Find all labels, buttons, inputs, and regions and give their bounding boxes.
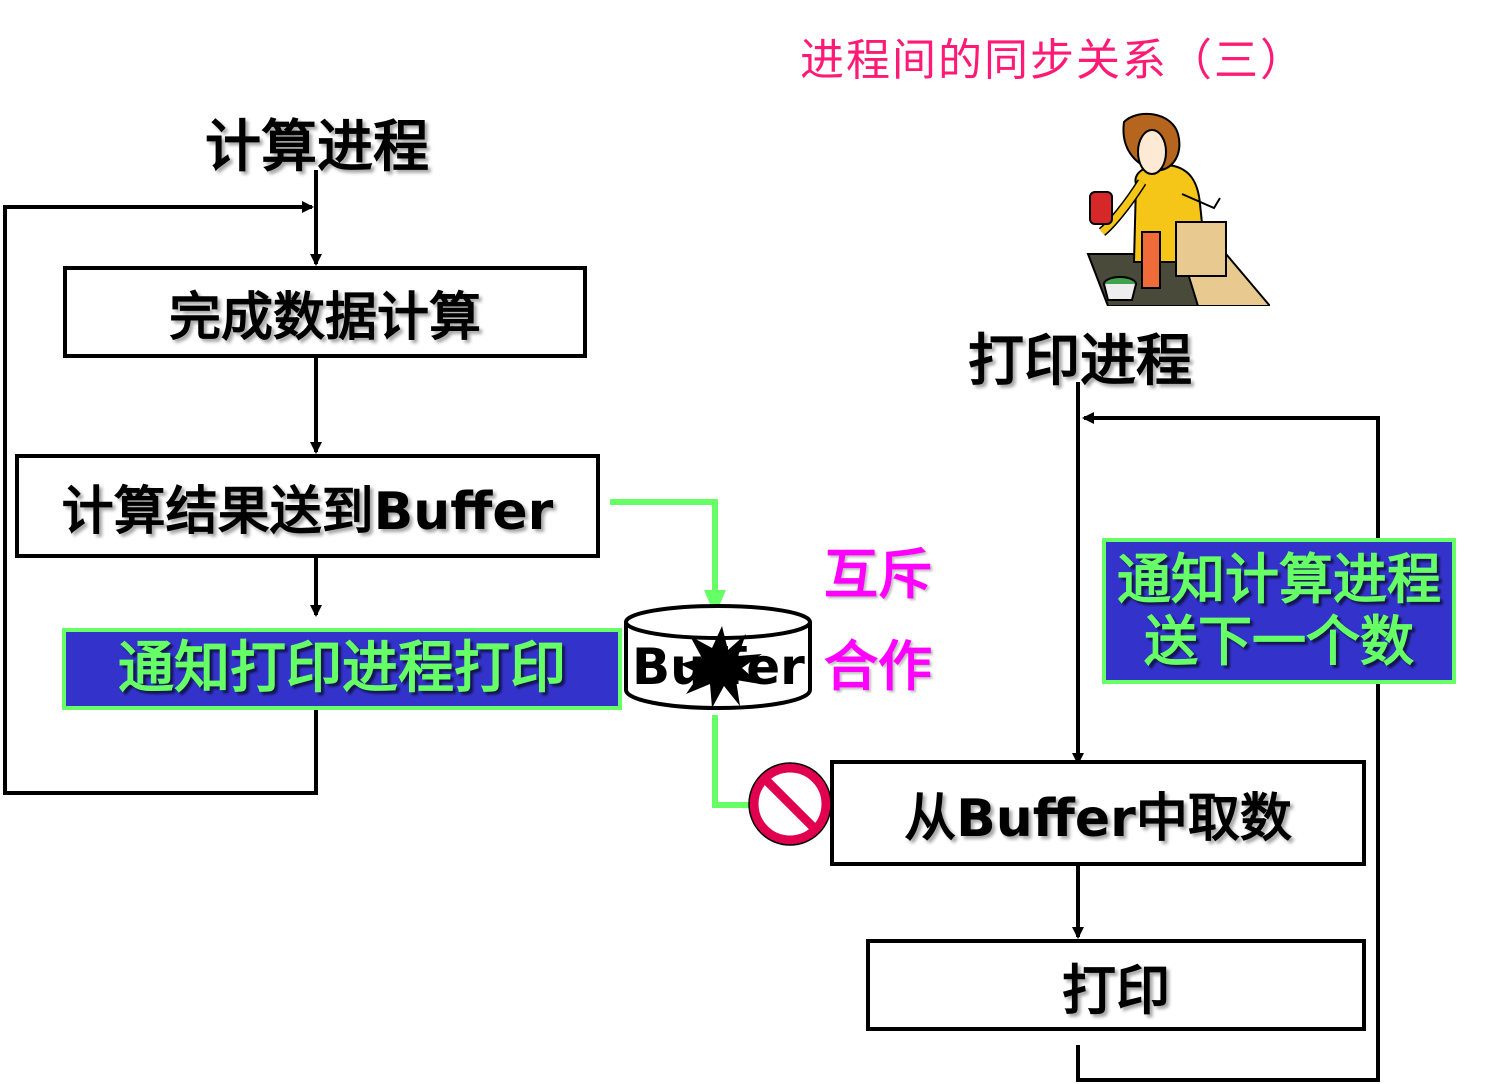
compute-process-heading: 计算进程: [205, 115, 429, 180]
print-step-print: 打印: [866, 939, 1366, 1031]
no-entry-sign-icon: [748, 762, 832, 846]
page-title: 进程间的同步关系（三）: [800, 35, 1306, 86]
woman-shopper-clipart: [1086, 112, 1274, 307]
explosion-icon: [680, 626, 762, 708]
print-step-fetch-buffer: 从Buffer中取数: [830, 760, 1366, 866]
compute-step-send-buffer: 计算结果送到Buffer: [15, 454, 600, 558]
print-process-heading: 打印进程: [968, 329, 1192, 394]
print-flow-lines: [1072, 382, 1380, 1082]
mutex-label: 互斥: [824, 543, 932, 606]
compute-flow-lines: [3, 170, 322, 795]
compute-step-notify-print: 通知打印进程打印: [62, 628, 622, 710]
notify-compute-line2: 送下一个数: [1144, 610, 1414, 673]
buffer-drum-icon: Buffer: [622, 602, 814, 712]
compute-step-calculate: 完成数据计算: [63, 266, 587, 358]
cooperate-label: 合作: [824, 635, 932, 698]
woman-shopper-drawing: [1086, 113, 1274, 307]
print-step-notify-compute: 通知计算进程 送下一个数: [1102, 538, 1456, 684]
notify-compute-line1: 通知计算进程: [1117, 547, 1441, 611]
